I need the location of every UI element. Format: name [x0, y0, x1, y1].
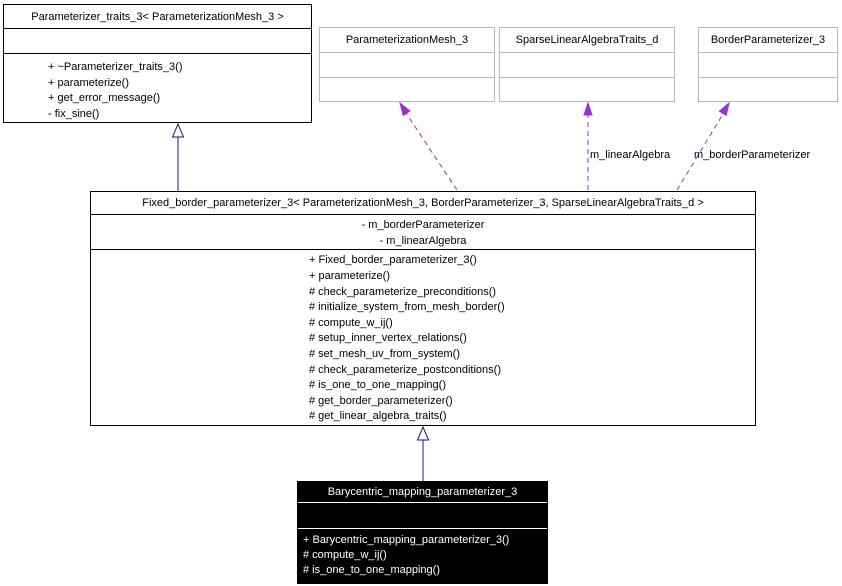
class-methods: + ~Parameterizer_traits_3() + parameteriz… — [4, 54, 311, 122]
class-methods: + Barycentric_mapping_parameterizer_3() #… — [298, 529, 547, 583]
member-line: + get_error_message() — [48, 92, 161, 104]
class-methods — [699, 78, 837, 101]
member-line: + parameterize() — [309, 270, 391, 283]
member-line: # compute_w_ij() — [303, 549, 387, 561]
usage-edge-to-parameterization-mesh — [405, 112, 458, 191]
class-box-fixed-border-parameterizer-3[interactable]: Fixed_border_parameterizer_3< Parameteri… — [90, 191, 756, 426]
member-line: + Fixed_border_parameterizer_3() — [309, 254, 477, 267]
class-methods: + Fixed_border_parameterizer_3() + parame… — [91, 250, 755, 425]
class-title: Parameterizer_traits_3< Parameterization… — [4, 5, 311, 29]
inheritance-triangle-icon — [416, 425, 430, 441]
edge-label-m-linear-algebra: m_linearAlgebra — [590, 149, 671, 161]
member-line: + parameterize() — [48, 76, 130, 89]
class-methods — [500, 78, 674, 101]
member-line: # set_mesh_uv_from_system() — [309, 348, 460, 361]
class-box-parameterizer-traits-3[interactable]: Parameterizer_traits_3< Parameterization… — [3, 4, 312, 123]
class-title: Fixed_border_parameterizer_3< Parameteri… — [91, 192, 755, 216]
class-box-border-parameterizer-3: BorderParameterizer_3 — [698, 27, 838, 102]
class-title: ParameterizationMesh_3 — [320, 28, 494, 53]
member-line: # setup_inner_vertex_relations() — [309, 332, 467, 345]
class-title: BorderParameterizer_3 — [699, 28, 837, 53]
class-attributes — [500, 53, 674, 78]
member-line: # is_one_to_one_mapping() — [303, 564, 440, 576]
member-line: - fix_sine() — [48, 107, 100, 120]
member-line: + ~Parameterizer_traits_3() — [48, 61, 183, 73]
class-attributes — [4, 29, 311, 54]
inheritance-triangle-icon — [171, 122, 185, 138]
class-title: SparseLinearAlgebraTraits_d — [500, 28, 674, 53]
member-line: # initialize_system_from_mesh_border() — [309, 301, 505, 314]
member-line: # check_parameterize_postconditions() — [309, 363, 501, 376]
class-attributes — [699, 53, 837, 78]
class-box-parameterization-mesh-3: ParameterizationMesh_3 — [319, 27, 495, 102]
class-box-barycentric-mapping-parameterizer-3: Barycentric_mapping_parameterizer_3 + Ba… — [297, 481, 548, 584]
edge-label-m-border-parameterizer: m_borderParameterizer — [694, 149, 811, 161]
member-line: # get_linear_algebra_traits() — [309, 410, 447, 423]
usage-arrowhead-icon — [399, 101, 411, 117]
usage-arrowhead-icon — [718, 101, 730, 117]
class-attributes — [320, 53, 494, 78]
class-box-sparse-linear-algebra-traits-d: SparseLinearAlgebraTraits_d — [499, 27, 675, 102]
class-methods — [320, 78, 494, 101]
member-line: - m_linearAlgebra — [379, 234, 467, 247]
class-title: Barycentric_mapping_parameterizer_3 — [298, 482, 547, 503]
usage-arrowhead-icon — [583, 101, 593, 116]
member-line: # check_parameterize_preconditions() — [309, 285, 497, 298]
member-line: + Barycentric_mapping_parameterizer_3() — [303, 534, 510, 546]
member-line: # is_one_to_one_mapping() — [309, 379, 446, 392]
member-line: # get_border_parameterizer() — [309, 394, 453, 407]
member-line: # compute_w_ij() — [309, 316, 393, 329]
class-attributes: - m_borderParameterizer - m_linearAlgebra — [91, 215, 755, 251]
member-line: - m_borderParameterizer — [361, 219, 485, 232]
class-attributes — [298, 503, 547, 529]
